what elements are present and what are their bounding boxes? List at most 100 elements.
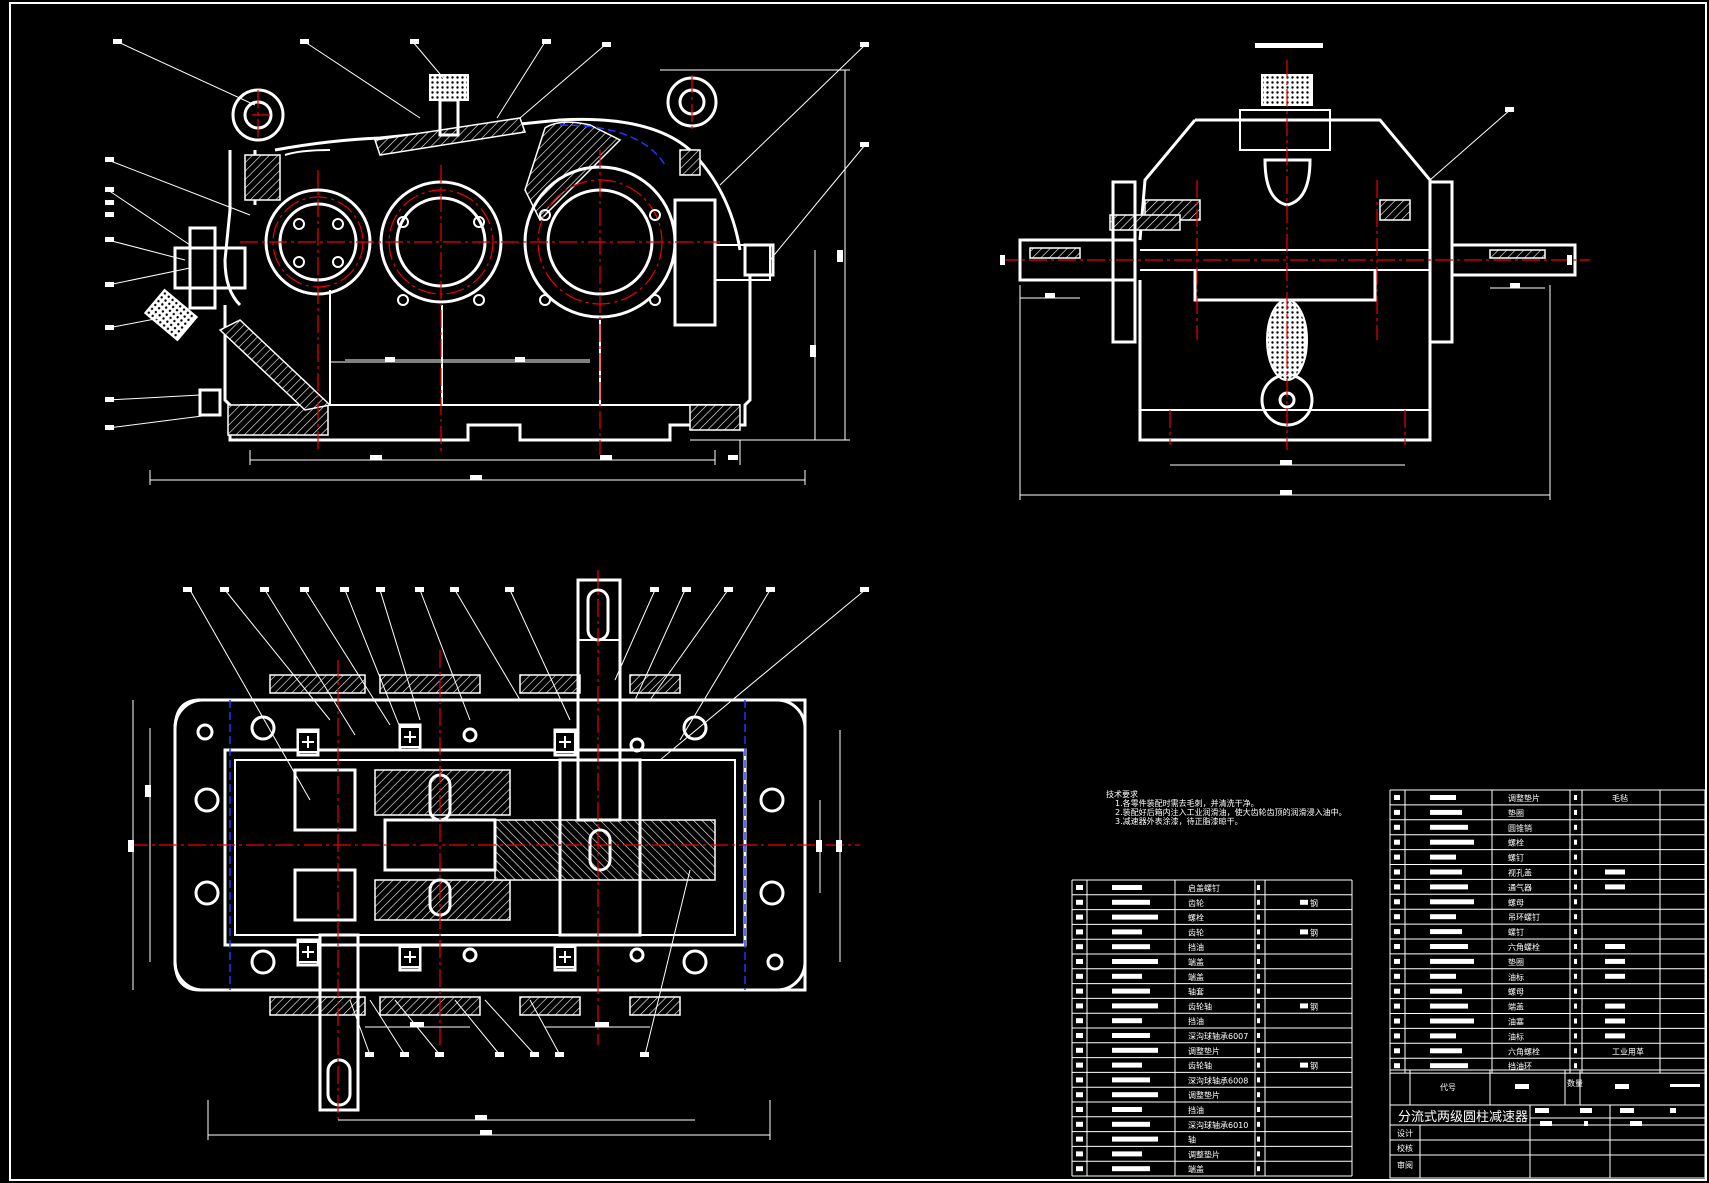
bom-left-qty — [1257, 1151, 1260, 1157]
bom-left-code — [1112, 1003, 1158, 1009]
bom-right-qty — [1574, 1018, 1577, 1024]
bom-right-index — [1394, 824, 1400, 830]
bom-right-qty — [1574, 869, 1577, 875]
bom-left-item: 端盖 — [1188, 972, 1204, 982]
bom-left-item: 端盖 — [1188, 957, 1204, 967]
bom-left-item: 调整垫片 — [1188, 1046, 1220, 1056]
bom-right-index — [1394, 958, 1400, 964]
vent-plug-icon — [429, 74, 469, 101]
bom-right-index — [1394, 1003, 1400, 1009]
bom-left-item: 端盖 — [1188, 1164, 1204, 1174]
bom-left-item: 齿轮轴 — [1188, 1061, 1212, 1071]
bom-right-spec — [1605, 869, 1625, 875]
bom-left-index — [1076, 988, 1083, 994]
bom-left-qty — [1257, 1166, 1260, 1172]
bom-right-item: 油标 — [1508, 1031, 1524, 1041]
bom-right-index — [1394, 839, 1400, 845]
bom-right-item: 螺钉 — [1508, 853, 1524, 863]
bom-left-code — [1112, 1033, 1150, 1038]
bom-left-code — [1112, 959, 1158, 964]
bom-left-qty — [1257, 959, 1260, 964]
bom-right-item: 挡油环 — [1508, 1061, 1532, 1071]
bom-left-qty — [1257, 1121, 1260, 1127]
bom-left-qty — [1257, 929, 1260, 935]
bom-right-code — [1430, 988, 1462, 994]
bom-right-code — [1430, 1048, 1462, 1054]
bom-left-material: 钢 — [1310, 1061, 1318, 1071]
bom-right-code — [1430, 944, 1468, 949]
bom-right-code — [1430, 795, 1456, 800]
bom-right-qty — [1574, 795, 1577, 800]
bom-right-code — [1430, 839, 1474, 845]
bom-right-item: 螺母 — [1508, 987, 1524, 997]
bom-left-qty — [1257, 899, 1260, 905]
bom-right-index — [1394, 988, 1400, 994]
bom-left-code — [1112, 1107, 1142, 1112]
bom-left-code — [1112, 988, 1150, 994]
bom-left-qty — [1257, 914, 1260, 920]
oil-gauge-icon — [143, 288, 199, 342]
bom-left-code — [1112, 1018, 1142, 1024]
bom-left-code — [1112, 914, 1158, 920]
side-view — [1000, 43, 1590, 500]
bom-right-item: 螺母 — [1508, 897, 1524, 907]
title-block: 分流式两级圆柱减速器 设计 校核 审阅 代号 数量 — [1389, 1069, 1706, 1179]
bom-left-code — [1112, 973, 1142, 979]
bom-right-index — [1394, 914, 1400, 920]
bom-left-material: 钢 — [1310, 1001, 1318, 1011]
bom-right-item: 端盖 — [1508, 1002, 1524, 1012]
bom-right-code — [1430, 1033, 1456, 1039]
bom-left-index — [1076, 914, 1083, 920]
title-row-design: 设计 — [1397, 1128, 1413, 1138]
bom-left-material-mark — [1300, 1003, 1308, 1009]
bom-right-qty — [1574, 884, 1577, 890]
bom-left-material-mark — [1300, 899, 1308, 905]
bom-right-spec — [1605, 1018, 1625, 1024]
bom-left-item: 螺栓 — [1188, 913, 1204, 923]
bom-right-note: 工业用革 — [1612, 1046, 1644, 1056]
bom-right-index — [1394, 1048, 1400, 1054]
bom-left-item: 挡油 — [1188, 942, 1204, 952]
bom-left-item: 调整垫片 — [1188, 1090, 1220, 1100]
bom-right-spec — [1605, 884, 1625, 890]
bom-right-code — [1430, 809, 1462, 815]
bill-of-materials: 启盖螺钉齿轮螺栓齿轮挡油端盖端盖轴套齿轮轴挡油深沟球轴承6007调整垫片齿轮轴深… — [1071, 789, 1706, 1177]
bom-right-index — [1394, 1033, 1400, 1039]
bom-right-qty — [1574, 899, 1577, 905]
bom-right-qty — [1574, 1048, 1577, 1054]
bom-left-qty — [1257, 1107, 1260, 1112]
bom-left-item: 深沟球轴承6007 — [1188, 1031, 1248, 1041]
bom-left-material-mark — [1300, 929, 1308, 935]
bom-left-index — [1076, 1107, 1083, 1112]
bom-left-qty — [1257, 1136, 1260, 1142]
bom-left-code — [1112, 1136, 1158, 1142]
bom-left-qty — [1257, 988, 1260, 994]
technical-notes: 技术要求 1.各零件装配时需去毛刺，并清洗干净。 2.装配好后箱内注入工业润滑油… — [1106, 789, 1347, 826]
bom-right-qty — [1574, 958, 1577, 964]
bom-left-item: 齿轮 — [1188, 927, 1204, 937]
bom-left-qty — [1257, 1003, 1260, 1009]
bom-right-item: 垫圈 — [1508, 808, 1524, 818]
bom-left-code — [1112, 1062, 1142, 1068]
bom-right-spec — [1605, 1003, 1625, 1009]
bom-right-spec — [1605, 944, 1625, 949]
bom-left-code — [1112, 1166, 1150, 1172]
notes-heading: 技术要求 — [1106, 789, 1138, 799]
bom-left-index — [1076, 944, 1083, 950]
bom-right-item: 螺钉 — [1508, 927, 1524, 937]
bom-left-item: 齿轮轴 — [1188, 1001, 1212, 1011]
notes-line-2: 2.装配好后箱内注入工业润滑油，使大齿轮齿顶的润滑浸入油中。 — [1115, 807, 1347, 817]
bom-left-code — [1112, 1092, 1158, 1098]
bom-right-code — [1430, 1018, 1474, 1024]
bom-right-index — [1394, 929, 1400, 935]
bom-right-qty — [1574, 988, 1577, 994]
bom-left-index — [1076, 929, 1083, 935]
bom-right-index — [1394, 884, 1400, 890]
bom-right-qty — [1574, 809, 1577, 815]
bom-left-qty — [1257, 1062, 1260, 1068]
bom-right-code — [1430, 973, 1456, 979]
bom-left-item: 轴套 — [1188, 987, 1204, 997]
bom-left-qty — [1257, 1033, 1260, 1038]
notes-line-3: 3.减速器外表涂漆，待正脂漆晾干。 — [1115, 816, 1243, 826]
